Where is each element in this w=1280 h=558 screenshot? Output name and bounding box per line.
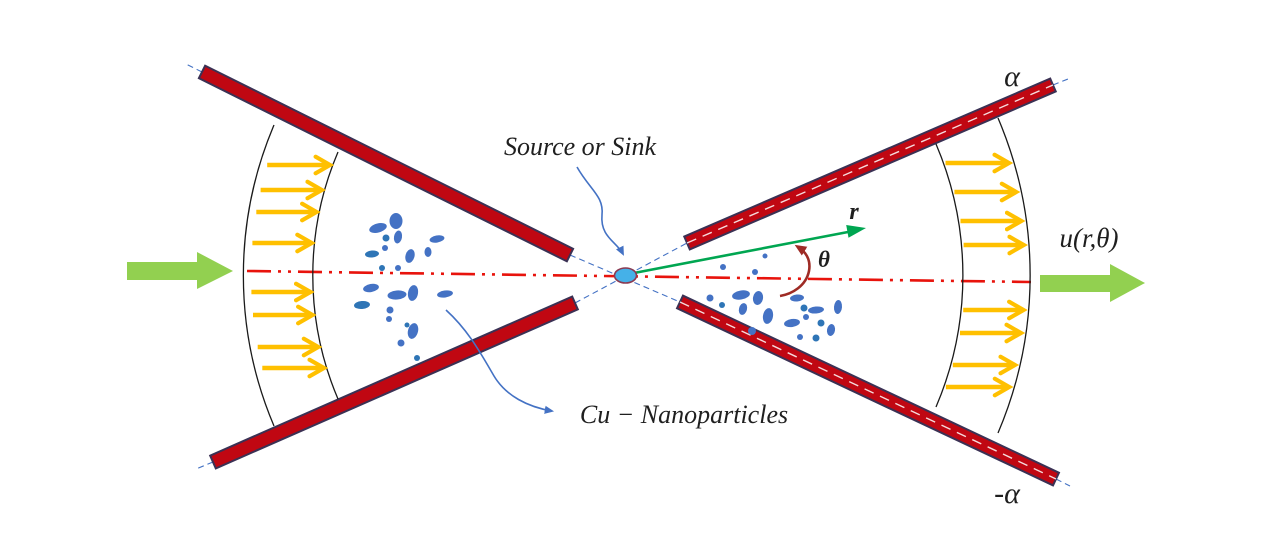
nanoparticle (790, 294, 804, 302)
cu-nanoparticles-label: Cu − Nanoparticles (580, 400, 788, 429)
nanoparticle (393, 230, 403, 244)
nanoparticle (800, 304, 808, 312)
nanoparticle (386, 316, 392, 322)
nanoparticle (797, 334, 803, 340)
wall-stripe-bottom-right (679, 301, 1057, 480)
centerline (246, 269, 1032, 284)
nanoparticle (738, 303, 748, 315)
nanoparticle (379, 265, 385, 271)
arc-left-outer (242, 124, 275, 427)
nanoparticle (437, 290, 453, 298)
nanoparticle (424, 247, 432, 257)
theta-angle-arrow (779, 244, 811, 298)
arc-right-inner (935, 143, 964, 408)
nanoparticle (382, 234, 390, 242)
inlet-flow-arrow (127, 252, 233, 289)
nanoparticle (405, 249, 415, 263)
nanoparticle (354, 300, 370, 310)
nanoparticles-right (706, 253, 843, 342)
nanoparticle (748, 327, 756, 335)
radial-vector-head (846, 225, 866, 238)
nanoparticle (812, 334, 820, 342)
theta-label: θ (818, 247, 830, 272)
nanoparticle (817, 319, 825, 327)
source-sink-ellipse (613, 267, 638, 284)
nanoparticle (404, 322, 410, 328)
dashed-extension-bottomleft (195, 461, 214, 470)
nanoparticle (397, 339, 405, 347)
wall-stripe-top-right (686, 84, 1054, 244)
wall-top-left (197, 64, 575, 263)
nanoparticle (407, 285, 419, 301)
nanoparticle (407, 323, 419, 339)
nanoparticle (732, 290, 750, 300)
nanoparticle (414, 355, 420, 361)
nanoparticle (386, 306, 394, 314)
nanoparticle (719, 302, 725, 308)
nanoparticles-label-leader-arrow (445, 309, 555, 414)
dashed-extension-bottomright (1055, 478, 1071, 487)
nanoparticle (382, 245, 388, 251)
nanoparticle (752, 291, 764, 305)
nanoparticles-left (354, 213, 453, 361)
nanoparticle (387, 290, 407, 300)
nanoparticle (803, 314, 809, 320)
radial-vector (633, 225, 866, 275)
profile-arrows-right (945, 152, 1029, 398)
velocity-label: u(r,θ) (1059, 223, 1118, 253)
wall-bottom-left (208, 295, 580, 470)
nanoparticle (762, 253, 768, 259)
source-or-sink-label: Source or Sink (504, 132, 657, 161)
nanoparticle (833, 300, 843, 314)
nanoparticle (762, 308, 774, 324)
nanoparticle (429, 235, 445, 243)
alpha-top-label: α (1004, 60, 1021, 93)
profile-arrows-left (251, 154, 335, 379)
nanoparticle (720, 264, 726, 270)
alpha-bottom-label: -α (994, 477, 1021, 510)
r-label: r (849, 199, 859, 225)
nanoparticle (365, 250, 379, 258)
dashed-extension-topright (1052, 78, 1069, 86)
dashed-extension-topleft (185, 63, 203, 73)
channel-walls (197, 64, 1061, 487)
nanoparticle (784, 318, 800, 328)
nanoparticle (752, 269, 758, 275)
nanoparticle (389, 213, 403, 229)
nanoparticle (826, 324, 836, 336)
nanoparticle (369, 223, 387, 233)
source-label-leader-arrow (576, 166, 624, 256)
radial-vector-line (633, 230, 849, 275)
nanoparticle (808, 306, 824, 314)
nanoparticle (395, 265, 401, 271)
outlet-flow-arrow (1040, 264, 1145, 302)
nanoparticle (363, 283, 379, 293)
nanoparticle (706, 294, 714, 302)
